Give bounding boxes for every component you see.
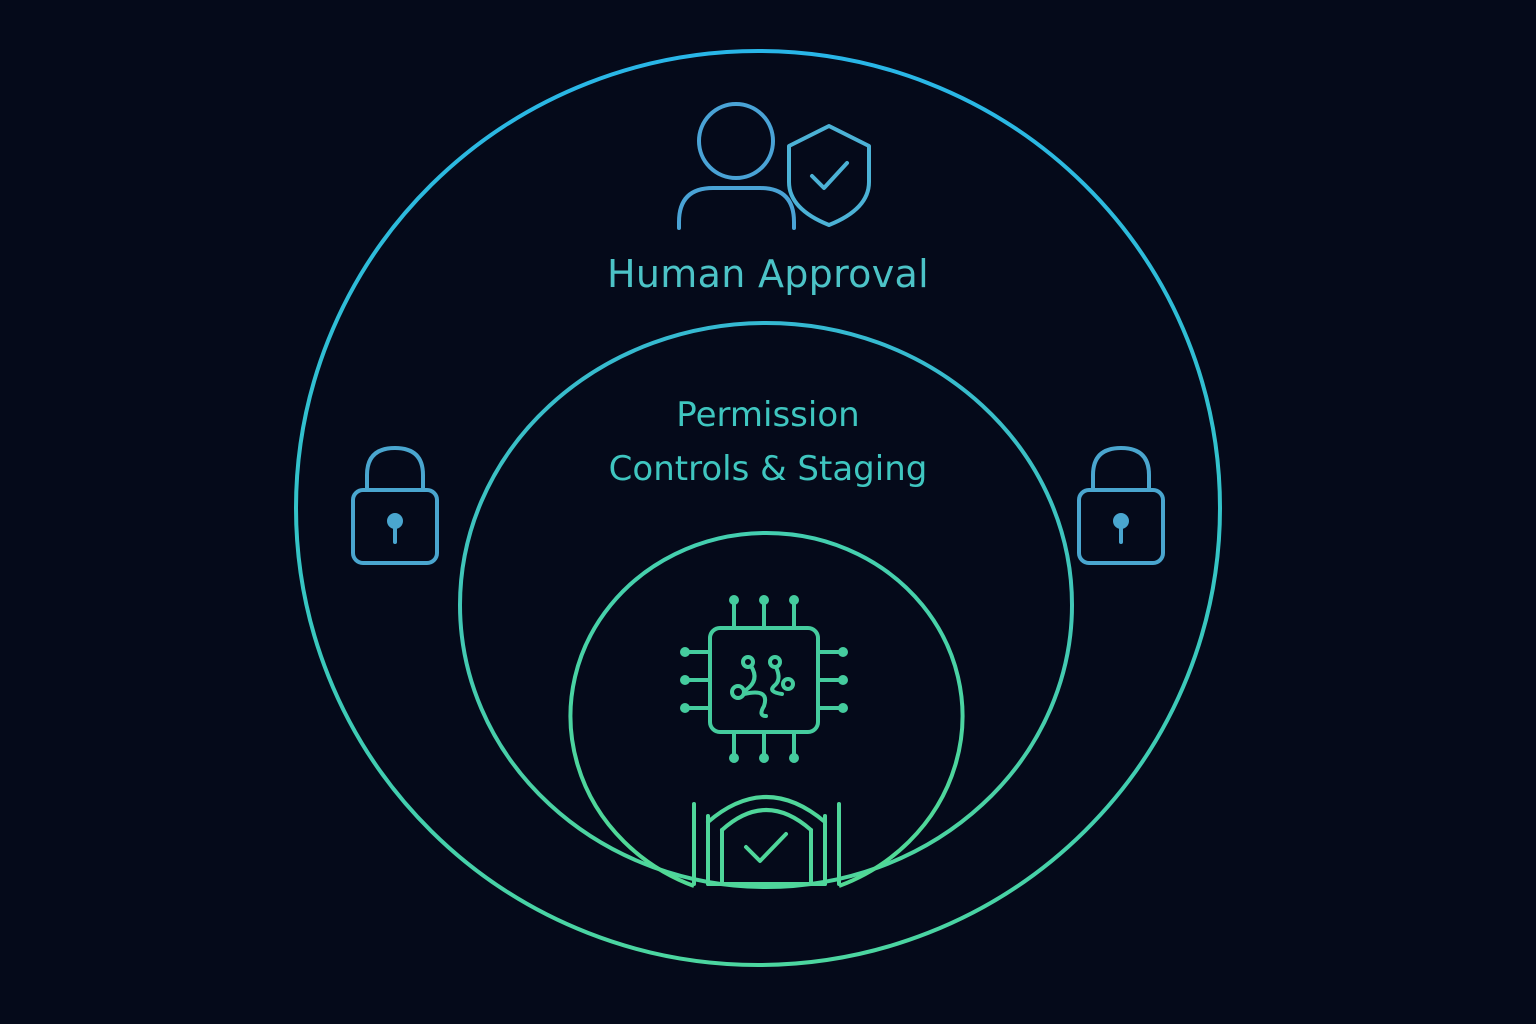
middle-layer-label-line: Permission [676,395,860,435]
shield-check-icon [787,124,871,227]
gate-check-icon [692,795,841,886]
inner-ring [568,531,965,888]
ai-chip-icon [680,595,848,763]
outer-ring [294,49,1222,967]
middle-layer-label: Permission Controls & Staging [468,388,1068,496]
middle-ring [458,321,1074,889]
user-icon [677,102,796,230]
padlock-icon [351,446,439,565]
middle-layer-label-line: Controls & Staging [608,449,928,489]
padlock-icon [1077,446,1165,565]
outer-layer-label: Human Approval [607,252,929,296]
